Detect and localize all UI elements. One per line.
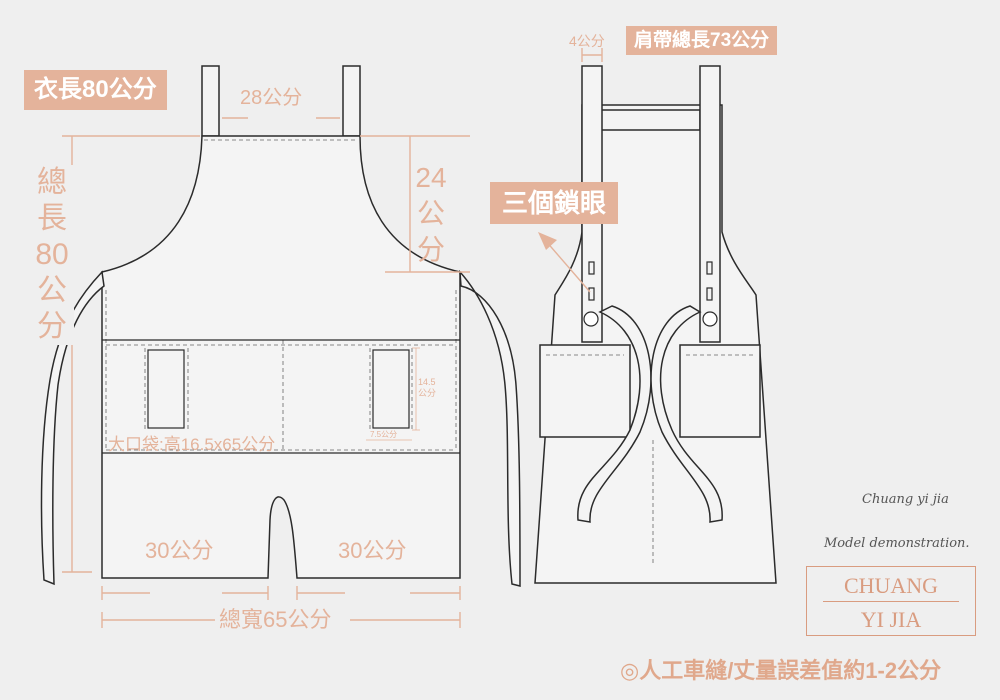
side-length-char-2: 長	[37, 202, 67, 235]
pocket-height-label: 14.5 公分	[418, 377, 437, 398]
bib-height-char-3: 分	[416, 234, 445, 265]
strap-width-label: 4公分	[569, 33, 605, 49]
side-length-char-5: 分	[37, 310, 67, 343]
measure-lines	[62, 117, 470, 628]
brand-logo-bottom: YI JIA	[860, 607, 922, 632]
back-measure	[544, 48, 603, 293]
back-left-tie	[577, 305, 652, 523]
back-crossbar	[599, 109, 701, 131]
front-right-strap	[342, 65, 361, 137]
brand-logo-divider	[823, 601, 959, 602]
side-length-label: 總 長 80 公 分	[30, 165, 74, 345]
front-small-pocket-right	[372, 349, 410, 429]
footer-note: ◎人工車縫/丈量誤差值約1-2公分	[620, 658, 942, 683]
back-right-pocket	[679, 344, 761, 438]
front-left-tie	[40, 270, 105, 586]
eyelets-tag: 三個鎖眼	[490, 182, 619, 224]
front-apron	[40, 65, 521, 587]
back-left-pocket	[539, 344, 631, 438]
right-button	[702, 311, 718, 327]
back-eyelets	[583, 261, 718, 327]
pocket-width-label: 7.5公分	[370, 430, 398, 439]
brand-logo-top: CHUANG	[843, 573, 939, 598]
bib-height-char-1: 24	[415, 162, 447, 193]
left-leg-width-label: 30公分	[145, 538, 214, 563]
back-right-tie	[650, 305, 723, 523]
front-apron-body	[101, 135, 461, 579]
brand-logo: CHUANG YI JIA	[806, 566, 976, 636]
total-length-tag: 衣長80公分	[24, 70, 167, 110]
back-right-strap	[699, 65, 721, 343]
right-leg-width-label: 30公分	[338, 538, 407, 563]
big-pocket-label: 大口袋:高16.5x65公分	[108, 435, 276, 454]
left-button	[583, 311, 599, 327]
strap-length-tag: 肩帶總長73公分	[626, 26, 778, 55]
eyelet-arrowhead	[538, 232, 557, 250]
front-stitching	[105, 139, 457, 451]
side-length-char-4: 公	[37, 274, 67, 307]
side-length-char-1: 總	[37, 166, 67, 199]
bib-height-label: 24 公 分	[413, 160, 449, 268]
side-length-char-3: 80	[35, 238, 69, 271]
back-details	[546, 354, 754, 565]
pocket-measure-lines	[366, 347, 420, 441]
bib-height-char-2: 公	[416, 198, 445, 229]
top-width-label: 28公分	[240, 87, 303, 109]
front-left-strap	[201, 65, 220, 137]
eyelet-arrow	[544, 239, 591, 293]
back-apron	[534, 65, 777, 584]
front-small-pocket-left	[147, 349, 185, 429]
front-pockets	[102, 339, 460, 454]
brand-script-line-1: Chuang yi jia	[862, 492, 949, 507]
brand-script-line-2: Model demonstration.	[824, 536, 970, 551]
front-right-tie	[459, 269, 521, 587]
total-width-label: 總寬65公分	[217, 607, 334, 632]
